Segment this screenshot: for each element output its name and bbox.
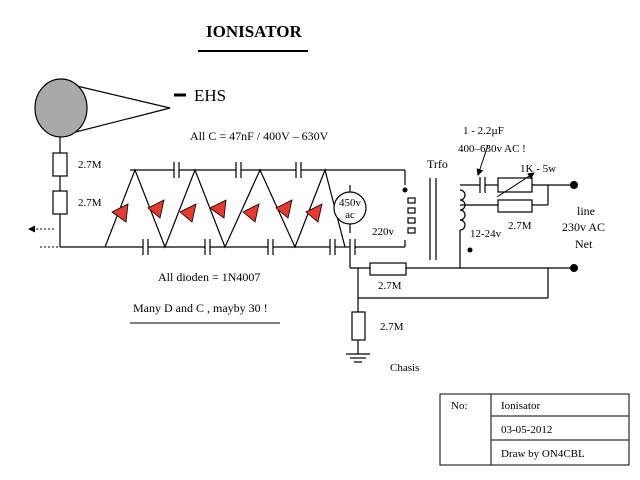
chassis-label: Chasis: [390, 362, 419, 374]
trafo-label: Trfo: [427, 157, 448, 171]
title-block-author: Draw by ON4CBL: [501, 448, 585, 460]
cap-value-label: 1 - 2.2µF: [463, 125, 504, 137]
cap-arrow: [476, 144, 489, 176]
meter-ac-label: ac: [345, 209, 355, 221]
ehs-emitter: [34, 78, 171, 138]
r-bottom-label: 2.7M: [378, 280, 402, 292]
resistor-top: [52, 152, 68, 177]
bottom-capacitor-rail: [60, 239, 405, 255]
top-capacitor-rail: [130, 162, 405, 178]
line-terminal-top: [570, 181, 578, 189]
diodes: [111, 199, 323, 223]
resistor-ground: [351, 311, 366, 341]
secondary-circuit: [459, 172, 572, 269]
ehs-label: EHS: [194, 86, 226, 105]
r-secondary-label: 2.7M: [508, 220, 532, 232]
r-top-label: 2.7M: [78, 159, 102, 171]
net-label: Net: [575, 237, 593, 251]
resistor-bottom: [369, 262, 407, 276]
transformer: [402, 170, 473, 260]
capacitor-note: All C = 47nF / 400V – 630V: [190, 129, 329, 143]
title-block: [439, 393, 630, 466]
meter-label: 450v: [339, 197, 362, 209]
ground-symbol: [346, 353, 370, 363]
title-block-date: 03-05-2012: [501, 424, 552, 436]
primary-voltage-label: 220v: [372, 226, 395, 238]
r-ground-label: 2.7M: [380, 321, 404, 333]
secondary-voltage-label: 12-24v: [470, 228, 502, 240]
diode-ladder: [104, 168, 346, 249]
title-block-name: Ionisator: [501, 400, 540, 412]
line-terminal-bottom: [570, 264, 578, 272]
r-top2-label: 2.7M: [78, 197, 102, 209]
resistor-top2: [52, 190, 68, 215]
pot-label: 1K - 5w: [520, 163, 556, 175]
cap-rating-label: 400–630v AC !: [458, 143, 526, 155]
diode-note: All dioden = 1N4007: [158, 270, 260, 284]
line-label: line: [577, 204, 595, 218]
voltmeter: [333, 191, 367, 225]
diagram-title: IONISATOR: [206, 22, 302, 41]
many-note: Many D and C , mayby 30 !: [133, 301, 268, 315]
mains-label: 230v AC: [562, 220, 605, 234]
title-block-no-label: No:: [451, 400, 468, 412]
